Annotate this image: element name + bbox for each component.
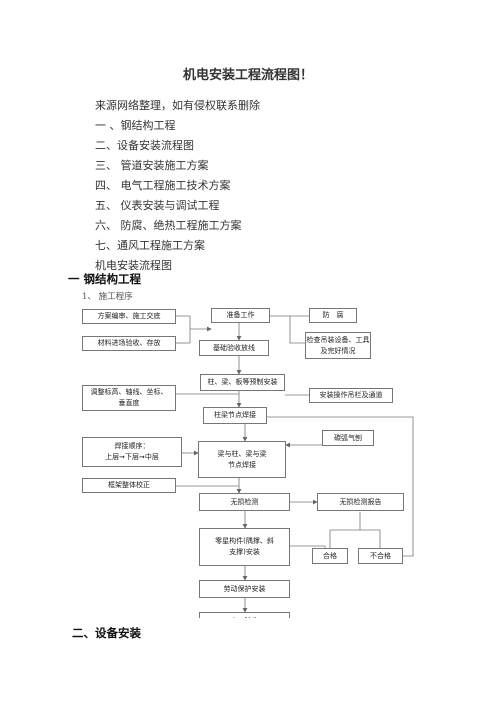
flow-box-pass: 合格 [312,548,348,564]
flow-box-platform: 安装操作吊栏及通道 [309,388,393,403]
flow-box-weld-order: 焊接顺序： 上层➞下层➞中层 [82,437,182,467]
flow-box-column-weld: 柱梁节点焊接 [203,407,267,424]
section-2-heading: 二、设备安装 [72,626,141,640]
flow-box-ndt: 无损检测 [199,493,290,511]
flow-box-materials: 材料进场验收、存放 [82,336,176,351]
toc-line-4: 四、 电气工程施工技术方案 [95,179,231,192]
section-1-heading: 一 钢结构工程 [68,272,142,286]
toc-line-source: 来源网络整理，如有侵权联系删除 [95,99,260,112]
flow-box-foundation: 基础验收放线 [199,340,269,356]
flow-box-ndt-report: 无损检测报告 [317,493,404,511]
flow-box-fail: 不合格 [358,548,403,564]
document-title: 机电安装工程流程图！ [182,68,313,83]
section-1-subheading: 1、 施工程序 [82,292,133,302]
flow-box-beam-weld: 梁与柱、梁与梁 节点焊接 [198,441,286,478]
flow-box-safety: 劳动保护安装 [199,580,290,598]
flow-box-frame-correct: 框架整体校正 [82,478,176,493]
toc-line-2: 二、设备安装流程图 [95,139,194,152]
flow-box-adjust: 调整标高、轴线、坐标、 垂直度 [82,385,176,411]
flow-box-parts-install: 零星构件(隅撑、斜 支撑)安装 [199,528,290,566]
flow-box-anticorrosion: 防 腐 [309,308,357,323]
toc-line-7: 七、通风工程施工方案 [95,239,205,252]
flow-box-prepare: 准备工作 [211,308,270,323]
flow-box-plan-review: 方案编审、施工交底 [82,309,176,324]
toc-line-6: 六、 防腐、绝热工程施工方案 [95,219,242,232]
toc-line-1: 一 、钢结构工程 [95,119,176,132]
flow-box-acceptance-cut: 交工验收 [199,612,290,618]
flow-box-inspect-equipment: 检查吊装设备、工具 及完好情况 [305,332,371,359]
toc-line-5: 五、 仪表安装与调试工程 [95,199,220,212]
flow-box-prefab: 柱、梁、板等预制安装 [200,374,285,391]
toc-line-8: 机电安装流程图 [95,259,172,272]
toc-line-3: 三、 管道安装施工方案 [95,159,209,172]
flow-box-arc-gouging: 碳弧气刨 [322,430,374,446]
